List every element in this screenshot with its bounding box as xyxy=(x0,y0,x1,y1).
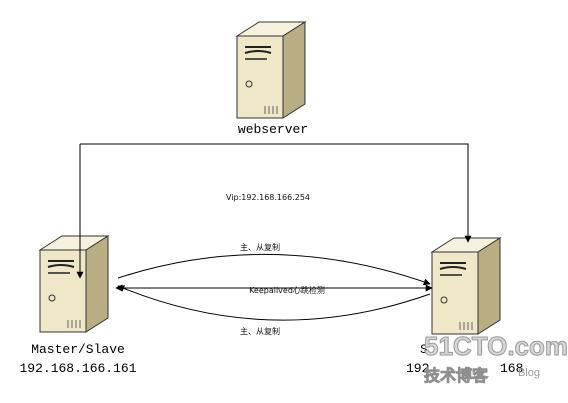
replication-label-top: 主、从复制 xyxy=(240,242,280,252)
master-label: Master/Slave xyxy=(31,342,125,357)
slave-server-icon xyxy=(431,237,501,335)
vip-label: Vip:192.168.166.254 xyxy=(226,193,310,202)
slave-label: S xyxy=(420,342,428,357)
replication-arc-top xyxy=(117,253,431,286)
watermark-blog: Blog xyxy=(518,367,540,379)
vip-line-right xyxy=(80,143,472,243)
watermark-slogan: 技术博客 xyxy=(424,366,489,385)
webserver-server-icon xyxy=(236,21,306,119)
watermark-site: 51CTO.com xyxy=(424,331,568,361)
webserver-label: webserver xyxy=(238,122,308,137)
master-ip-label: 192.168.166.161 xyxy=(19,361,136,376)
replication-label-bottom: 主、从复制 xyxy=(240,326,280,336)
slave-ip-tail: 168 xyxy=(500,361,523,376)
heartbeat-label: Keepalived心跳检测 xyxy=(249,285,325,295)
slave-ip-label: 192 xyxy=(406,361,429,376)
replication-arc-bottom xyxy=(117,285,431,321)
master-server-icon xyxy=(39,235,109,333)
